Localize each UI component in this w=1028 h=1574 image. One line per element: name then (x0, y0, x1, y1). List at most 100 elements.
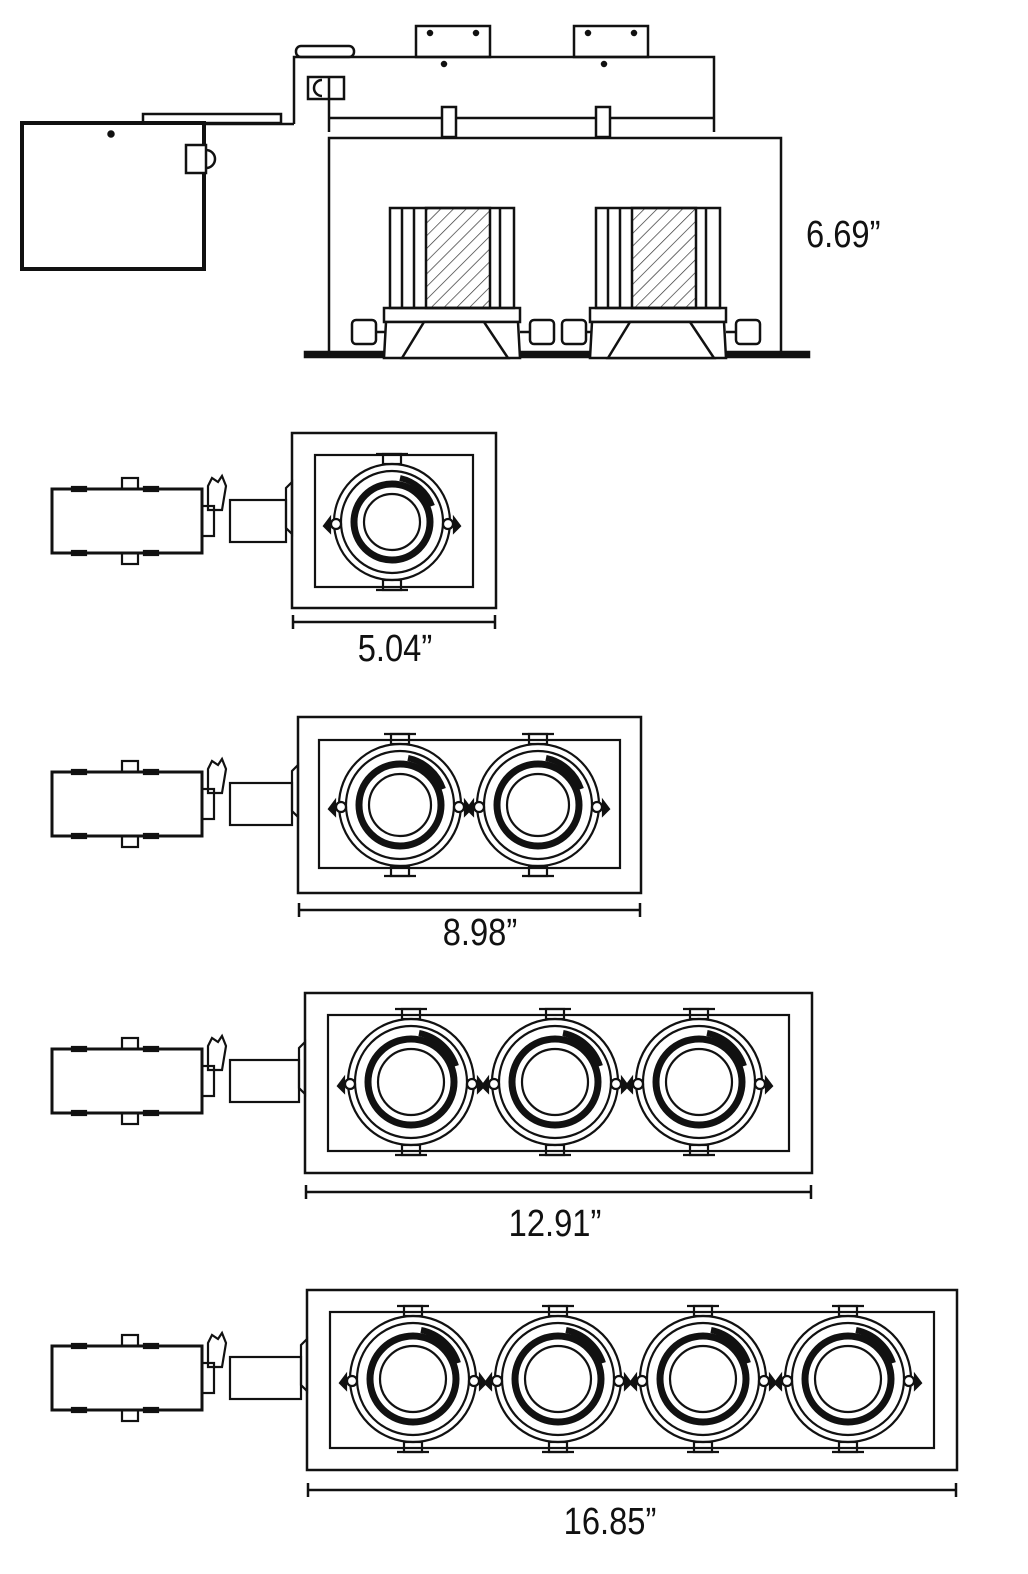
trim-aperture (317, 738, 622, 870)
side-latch (483, 1371, 493, 1392)
side-latch (452, 514, 462, 535)
side-latch (476, 1074, 486, 1095)
lamp-flange (545, 755, 584, 791)
lamp-flange (418, 1030, 459, 1068)
lamp-flange (710, 1327, 751, 1365)
fixture-4 (773, 1304, 923, 1454)
side-screw (609, 1077, 623, 1091)
driver-tab (120, 1111, 140, 1126)
conduit-arm (228, 781, 294, 827)
side-screw (757, 1374, 771, 1388)
lamp-flange (855, 1327, 896, 1365)
driver-notch (70, 1045, 88, 1053)
lens (505, 772, 571, 838)
side-screw (631, 1077, 645, 1091)
driver-notch (142, 1342, 160, 1350)
ceiling-flange (303, 350, 811, 359)
side-latch (480, 1074, 490, 1095)
lamp-ring (350, 480, 434, 564)
bracket-screw (426, 29, 434, 37)
width-dimension-label: 12.91” (508, 1203, 602, 1245)
lens (523, 1344, 593, 1414)
driver-notch (70, 485, 88, 493)
width-dimension-line (297, 903, 642, 917)
side-screw (753, 1077, 767, 1091)
conduit-arm (228, 498, 288, 544)
bracket-tab-right (572, 24, 650, 59)
trim-aperture (326, 1013, 791, 1153)
side-screw (612, 1374, 626, 1388)
driver-notch (70, 832, 88, 840)
lamp-ring (656, 1332, 750, 1426)
side-screw (334, 800, 348, 814)
top-view-1 (50, 431, 498, 629)
arm-bracket (297, 1039, 307, 1097)
lamp-ring (493, 760, 583, 850)
gimbal-ring-inner (353, 1024, 469, 1140)
side-latch (338, 1371, 348, 1392)
driver-notch (70, 1109, 88, 1117)
lens (378, 1344, 448, 1414)
connector-clip (206, 756, 228, 795)
driver-notch (142, 549, 160, 557)
lamp-flange (399, 475, 435, 508)
width-dimension-label: 16.85” (563, 1501, 657, 1543)
bracket-tab-left (414, 24, 492, 59)
width-dimension-line (306, 1483, 958, 1497)
gimbal-ring-inner (497, 1024, 613, 1140)
lens (362, 492, 422, 552)
side-latch (322, 514, 332, 535)
top-view-4 (50, 1288, 959, 1497)
conduit-arm (228, 1058, 301, 1104)
side-latch (336, 1074, 346, 1095)
side-latch (628, 1371, 638, 1392)
lamp-flange (562, 1030, 603, 1068)
side-screw (590, 800, 604, 814)
side-screw (329, 517, 343, 531)
side-screw (472, 800, 486, 814)
top-view-2 (50, 715, 643, 917)
housing (327, 136, 783, 352)
rail-clip-right (594, 105, 612, 139)
lamp-ring (366, 1332, 460, 1426)
side-latch (327, 797, 337, 818)
driver-tab (120, 1036, 140, 1051)
fixture-1 (338, 1304, 488, 1454)
driver-box (50, 1344, 204, 1412)
side-screw (490, 1374, 504, 1388)
driver-notch (70, 768, 88, 776)
driver-notch (70, 1342, 88, 1350)
side-latch (623, 1371, 633, 1392)
driver-tab (120, 1333, 140, 1348)
mounting-bracket (292, 55, 716, 132)
fixture-1 (327, 732, 473, 878)
junction-box (20, 121, 206, 271)
width-dimension-line (304, 1185, 813, 1199)
lamp-ring (511, 1332, 605, 1426)
lamp-flange (420, 1327, 461, 1365)
side-screw (345, 1374, 359, 1388)
connector-clip (206, 473, 228, 512)
lens (664, 1047, 734, 1117)
driver-box (50, 487, 204, 555)
driver-notch (142, 1406, 160, 1414)
bracket-screw (584, 29, 592, 37)
side-latch (773, 1371, 783, 1392)
driver-box (50, 770, 204, 838)
width-dimension-label: 5.04” (357, 628, 433, 670)
side-latch (601, 797, 611, 818)
top-view-3 (50, 991, 814, 1199)
lamp-flange (706, 1030, 747, 1068)
side-fixture-module (350, 206, 556, 360)
lamp-ring (508, 1035, 602, 1129)
driver-box (50, 1047, 204, 1115)
trim-aperture (328, 1310, 936, 1450)
driver-notch (142, 485, 160, 493)
side-latch (624, 1074, 634, 1095)
lamp-flange (407, 755, 446, 791)
gimbal-ring-inner (500, 1321, 616, 1437)
connector-clip (206, 1033, 228, 1072)
side-latch (764, 1074, 774, 1095)
width-dimension-line (291, 615, 497, 629)
